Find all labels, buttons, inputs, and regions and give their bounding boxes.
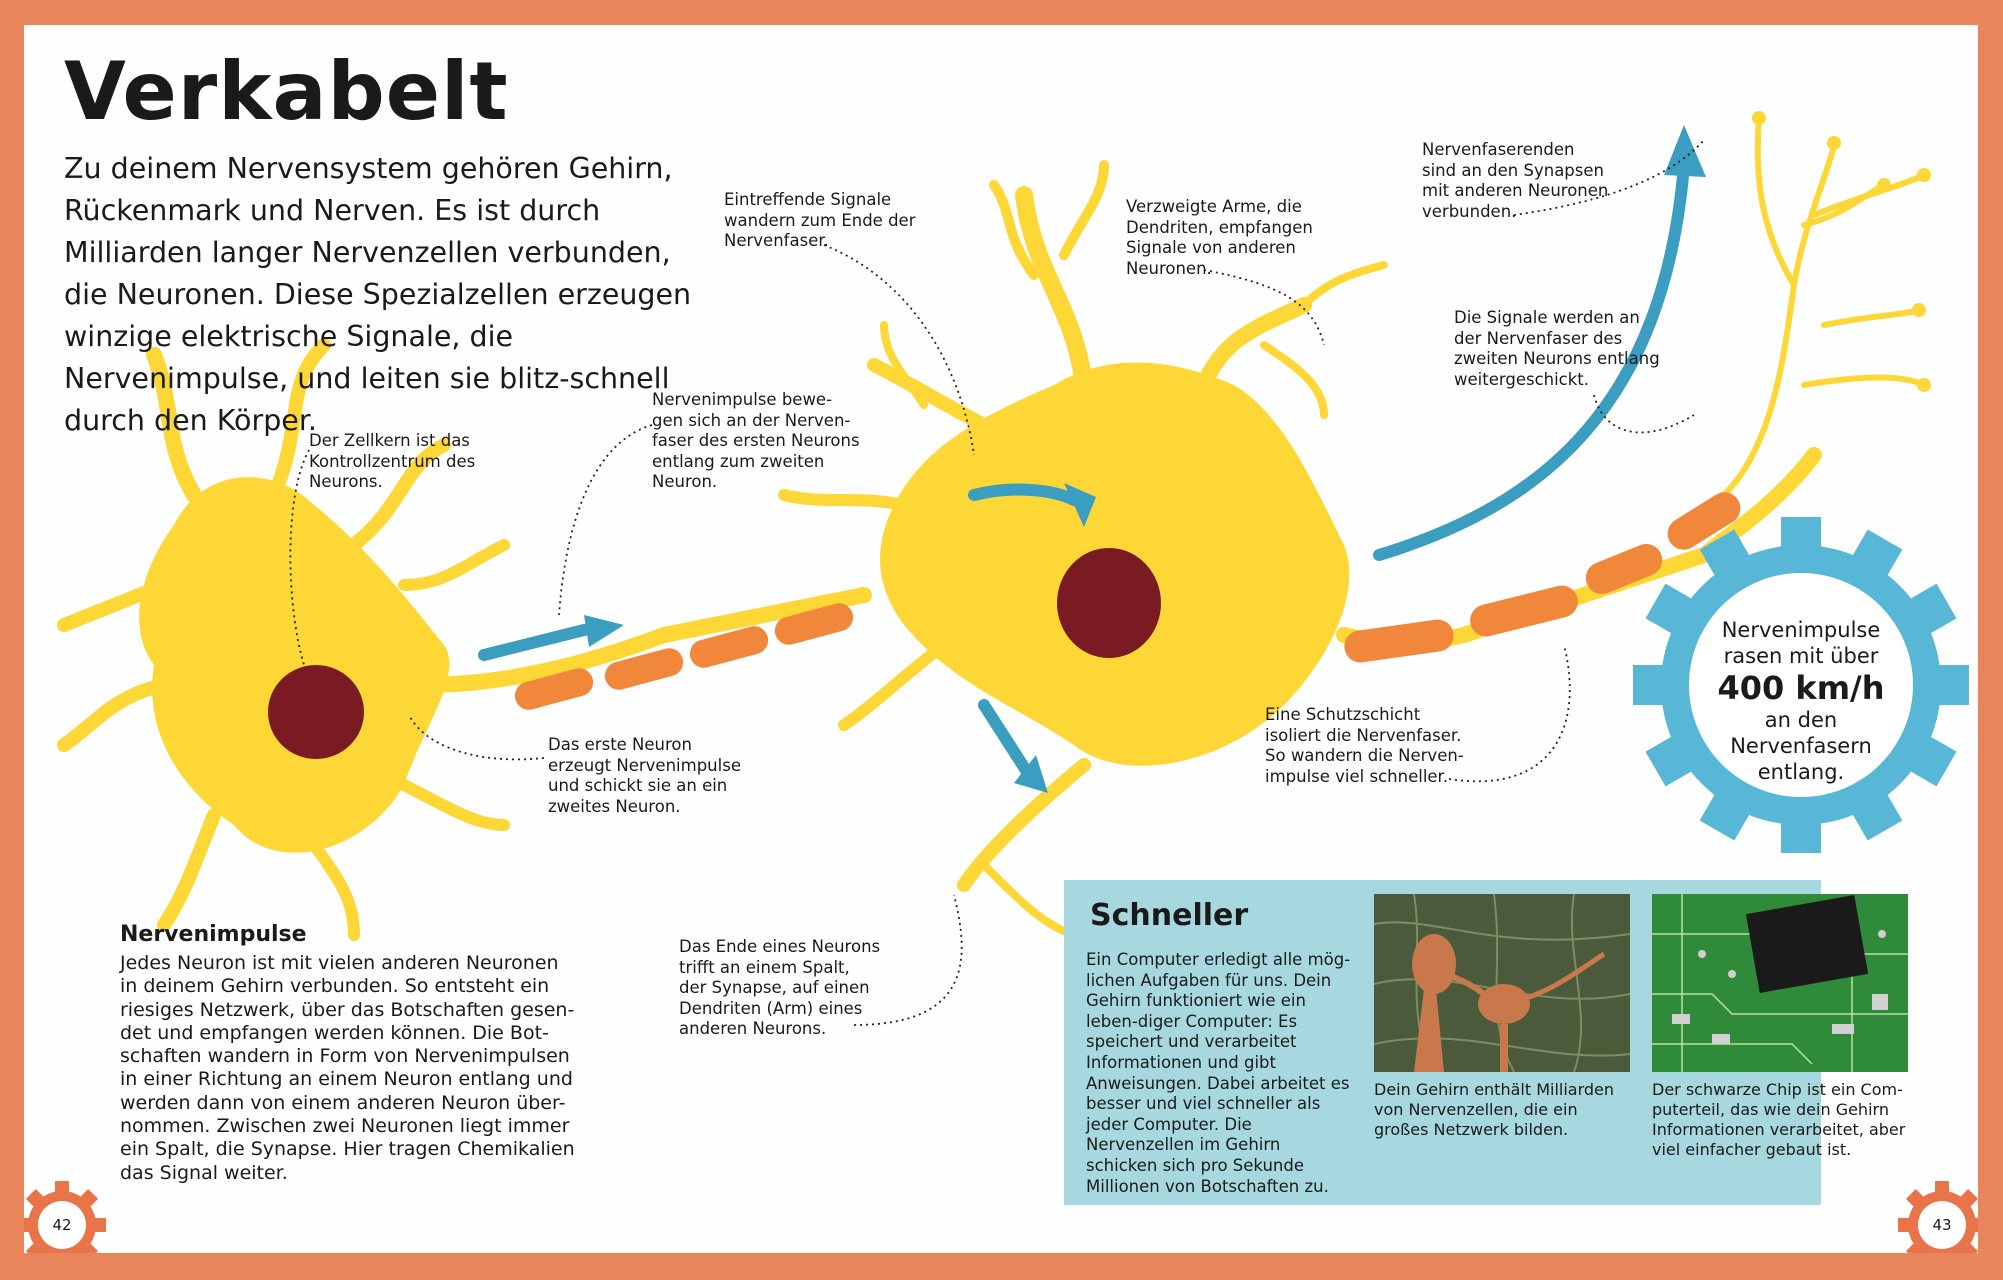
annotation-nervenfaserenden: Nervenfaserenden sind an den Synapsen mi… [1422, 140, 1609, 221]
intro-paragraph: Zu deinem Nervensystem gehören Gehirn, R… [64, 152, 692, 437]
book-spread: Verkabelt Zu deinem Nervensystem gehören… [24, 25, 1978, 1253]
fact-gear [1633, 517, 1969, 853]
gear-line-2: rasen mit über [1723, 644, 1879, 668]
brain-cells-photo [1374, 894, 1630, 1072]
circuit-board-photo [1652, 894, 1908, 1072]
annotation-synapse: Das Ende eines Neurons trifft an einem S… [679, 937, 881, 1038]
annotation-zellkern: Der Zellkern ist das Kontrollzentrum des… [309, 431, 476, 491]
annotation-signale-weiter: Die Signale werden an der Nervenfaser de… [1454, 308, 1660, 389]
nervenimpulse-body: Jedes Neuron ist mit vielen anderen Neur… [120, 952, 575, 1184]
schneller-body: Ein Computer erledigt alle mög-lichen Au… [1086, 950, 1351, 1196]
page-title: Verkabelt [64, 45, 509, 138]
page-number-right-text: 43 [1932, 1216, 1952, 1234]
terminal-knobs [1752, 111, 1931, 392]
arrow-2 [968, 483, 1080, 506]
gear-line-4: Nervenfasern [1730, 734, 1872, 758]
annotation-erstes-neuron: Das erste Neuron erzeugt Nervenimpulse u… [548, 735, 741, 816]
annotation-leaders [289, 139, 1705, 1026]
first-neuron [57, 338, 872, 941]
myelin-sheath-2 [1344, 492, 1741, 663]
brain-caption: Dein Gehirn enthält Milliarden von Nerve… [1374, 1080, 1615, 1139]
arrow-4 [1373, 159, 1690, 561]
page-number-right: 43 [1914, 1197, 1970, 1253]
chip-caption: Der schwarze Chip ist ein Com-puterteil,… [1652, 1080, 1906, 1159]
gear-speed: 400 km/h [1717, 669, 1885, 707]
annotation-impulse-bewegen: Nervenimpulse bewe- gen sich an der Nerv… [652, 390, 860, 491]
schneller-heading: Schneller [1090, 898, 1249, 933]
arrow-3 [978, 699, 1035, 781]
axon-terminals [1721, 117, 1927, 498]
annotation-dendriten: Verzweigte Arme, die Dendriten, empfange… [1126, 197, 1313, 278]
page-number-left-text: 42 [52, 1216, 72, 1234]
gear-line-3: an den [1764, 708, 1838, 732]
annotation-schutzschicht: Eine Schutzschicht isoliert die Nervenfa… [1265, 705, 1464, 786]
nucleus-2 [1057, 548, 1161, 658]
nervenimpulse-heading: Nervenimpulse [120, 922, 307, 947]
gear-line-1: Nervenimpulse [1721, 618, 1881, 642]
gear-line-5: entlang. [1757, 760, 1845, 784]
arrow-1 [478, 624, 590, 661]
myelin-sheath-1 [514, 603, 854, 710]
nucleus-1 [268, 665, 364, 759]
gear-fact-text: Nervenimpulse rasen mit über 400 km/h an… [1701, 617, 1901, 785]
signal-arrows [478, 159, 1690, 781]
neuron-illustration [24, 111, 1978, 1253]
page-number-left: 42 [34, 1197, 90, 1253]
annotation-eintreffende-signale: Eintreffende Signale wandern zum Ende de… [724, 190, 916, 250]
schneller-box: Schneller Ein Computer erledigt alle mög… [1064, 880, 1908, 1205]
